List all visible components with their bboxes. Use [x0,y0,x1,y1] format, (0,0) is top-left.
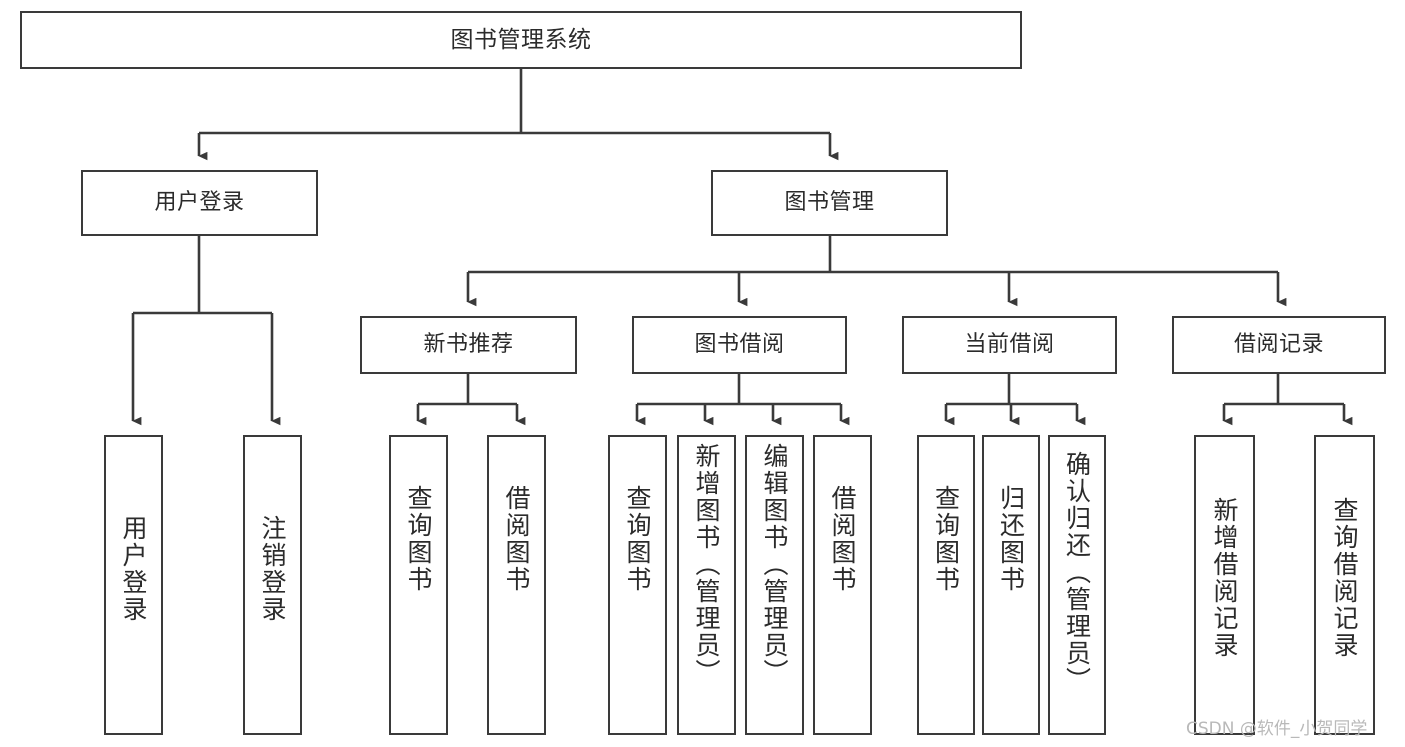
leaf-borrow-book-a[interactable]: 借阅图书 [487,435,546,735]
node-label: 新增图书（管理员） [692,443,721,686]
node-label: 用户登录 [119,515,148,623]
node-root-system[interactable]: 图书管理系统 [20,11,1022,69]
leaf-add-borrow-record[interactable]: 新增借阅记录 [1194,435,1255,735]
node-label: 查询借阅记录 [1330,497,1359,659]
node-label: 归还图书 [996,485,1026,593]
node-new-book-recommendation[interactable]: 新书推荐 [360,316,577,374]
node-label: 用户登录 [154,190,245,216]
node-label: 借阅图书 [828,485,857,593]
node-label: 确认归还（管理员） [1062,451,1092,694]
node-label: 图书借阅 [694,332,785,358]
csdn-watermark: CSDN @软件_小贺同学 [1186,719,1368,739]
node-label: 当前借阅 [964,332,1055,358]
leaf-return-book[interactable]: 归还图书 [982,435,1040,735]
leaf-query-book-a[interactable]: 查询图书 [389,435,448,735]
node-label: 借阅记录 [1233,332,1324,358]
leaf-edit-book-admin[interactable]: 编辑图书（管理员） [745,435,804,735]
node-user-login[interactable]: 用户登录 [81,170,318,236]
node-label: 编辑图书（管理员） [760,443,789,686]
leaf-query-book-b[interactable]: 查询图书 [608,435,667,735]
leaf-logout[interactable]: 注销登录 [243,435,302,735]
leaf-borrow-book-b[interactable]: 借阅图书 [813,435,872,735]
node-label: 新增借阅记录 [1210,497,1239,659]
node-current-borrowing[interactable]: 当前借阅 [902,316,1117,374]
node-book-management[interactable]: 图书管理 [711,170,948,236]
node-label: 查询图书 [623,485,652,593]
node-label: 查询图书 [404,485,433,593]
node-book-borrowing[interactable]: 图书借阅 [632,316,847,374]
node-label: 图书管理 [784,190,875,216]
node-label: 查询图书 [931,485,961,593]
leaf-add-book-admin[interactable]: 新增图书（管理员） [677,435,736,735]
node-label: 借阅图书 [502,485,531,593]
leaf-query-borrow-record[interactable]: 查询借阅记录 [1314,435,1375,735]
node-label: 新书推荐 [423,332,514,358]
node-label: 注销登录 [258,515,287,623]
node-borrowing-record[interactable]: 借阅记录 [1172,316,1386,374]
leaf-user-login[interactable]: 用户登录 [104,435,163,735]
leaf-query-book-c[interactable]: 查询图书 [917,435,975,735]
node-label: 图书管理系统 [450,26,592,53]
leaf-confirm-return-admin[interactable]: 确认归还（管理员） [1048,435,1106,735]
